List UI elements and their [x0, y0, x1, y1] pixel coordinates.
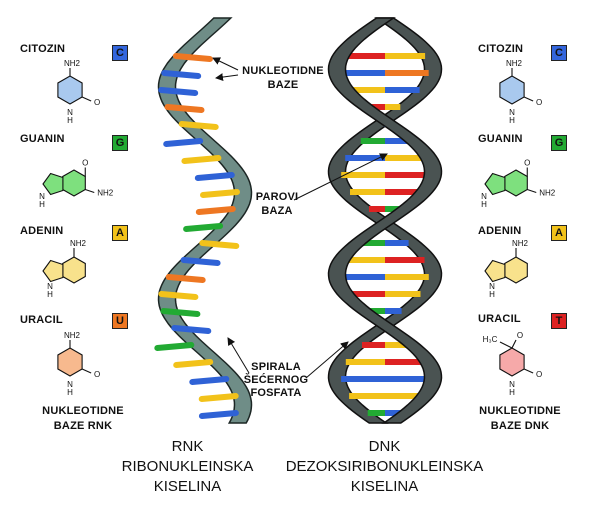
rna-backbone-ribbon [157, 17, 253, 424]
right-guanine-badge: G [551, 135, 567, 151]
right-cytosine-label: CITOZIN [478, 43, 524, 55]
pointer-sugar-dna [305, 341, 349, 379]
dna-helix [327, 17, 443, 424]
nucleotide-bases-annotation: NUKLEOTIDNE BAZE [233, 64, 333, 92]
sugar-phosphate-annotation: SPIRALA ŠEĆERNOG FOSFATA [236, 361, 316, 400]
rna-title: RNK RIBONUKLEINSKA KISELINA [95, 437, 280, 497]
rna-base-6 [181, 155, 222, 164]
left-adenine-badge: A [112, 225, 128, 241]
rna-base-9 [195, 206, 236, 215]
left-adenine-label: ADENIN [20, 225, 64, 237]
pointer-sugar-rna [227, 337, 250, 374]
base-pairs-line1: PAROVI [255, 191, 299, 203]
rna-base-8 [200, 189, 240, 198]
right-panel-caption: NUKLEOTIDNE BAZE DNK [455, 404, 585, 434]
right-thymine-badge: T [551, 313, 567, 329]
rna-base-21 [198, 410, 239, 419]
left-uracil-badge: U [112, 313, 128, 329]
pointer-nucleotide-1 [212, 57, 239, 71]
nucleotide-bases-line2: BAZE [267, 79, 299, 91]
left-caption-line1: NUKLEOTIDNE [42, 405, 124, 417]
sugar-line2: ŠEĆERNOG [243, 374, 309, 386]
rna-title-line2: RIBONUKLEINSKA [121, 458, 254, 475]
left-guanine-label: GUANIN [20, 133, 65, 145]
right-cytosine-badge: C [551, 45, 567, 61]
rna-base-3 [164, 104, 205, 113]
right-caption-line2: BAZE DNK [490, 420, 550, 432]
rna-base-19 [189, 376, 230, 385]
rna-base-20 [198, 393, 239, 402]
left-cytosine-label: CITOZIN [20, 43, 66, 55]
rna-base-5 [163, 138, 204, 147]
rna-base-14 [158, 291, 199, 300]
left-uracil-label: URACIL [20, 314, 63, 326]
rna-title-line1: RNK [171, 438, 204, 455]
sugar-line1: SPIRALA [251, 361, 301, 373]
pointer-base-pairs [293, 153, 388, 201]
rna-base-12 [180, 257, 221, 266]
left-caption-line2: BAZE RNK [53, 420, 113, 432]
left-guanine-badge: G [112, 135, 128, 151]
pointer-nucleotide-2 [215, 73, 239, 82]
dna-title-line1: DNK [368, 438, 401, 455]
rna-base-4 [178, 121, 219, 130]
rna-base-15 [160, 308, 201, 317]
rna-title-line3: KISELINA [153, 478, 222, 495]
dna-title-line3: KISELINA [350, 478, 419, 495]
rna-base-18 [173, 359, 214, 368]
rna-base-7 [194, 172, 235, 181]
sugar-line3: FOSFATA [250, 387, 302, 399]
rna-base-17 [154, 342, 195, 351]
rna-base-1 [161, 70, 202, 79]
right-guanine-label: GUANIN [478, 133, 523, 145]
dna-title: DNK DEZOKSIRIBONUKLEINSKA KISELINA [272, 437, 497, 497]
rna-helix [154, 17, 253, 424]
left-panel-caption: NUKLEOTIDNE BAZE RNK [18, 404, 148, 434]
dna-title-line2: DEZOKSIRIBONUKLEINSKA [285, 458, 484, 475]
right-adenine-label: ADENIN [478, 225, 522, 237]
rna-base-13 [165, 274, 206, 283]
nucleotide-bases-line1: NUKLEOTIDNE [242, 65, 324, 77]
base-pairs-line2: BAZA [261, 205, 293, 217]
dna-backbone-ribbon-b [327, 17, 443, 424]
rna-base-0 [172, 53, 213, 62]
rna-base-10 [183, 223, 224, 232]
rna-base-16 [171, 325, 212, 334]
base-pairs-annotation: PAROVI BAZA [247, 190, 307, 218]
rna-base-11 [199, 240, 240, 249]
right-adenine-badge: A [551, 225, 567, 241]
left-cytosine-badge: C [112, 45, 128, 61]
right-caption-line1: NUKLEOTIDNE [479, 405, 561, 417]
right-uracil-label: URACIL [478, 313, 521, 325]
rna-base-2 [158, 87, 199, 96]
